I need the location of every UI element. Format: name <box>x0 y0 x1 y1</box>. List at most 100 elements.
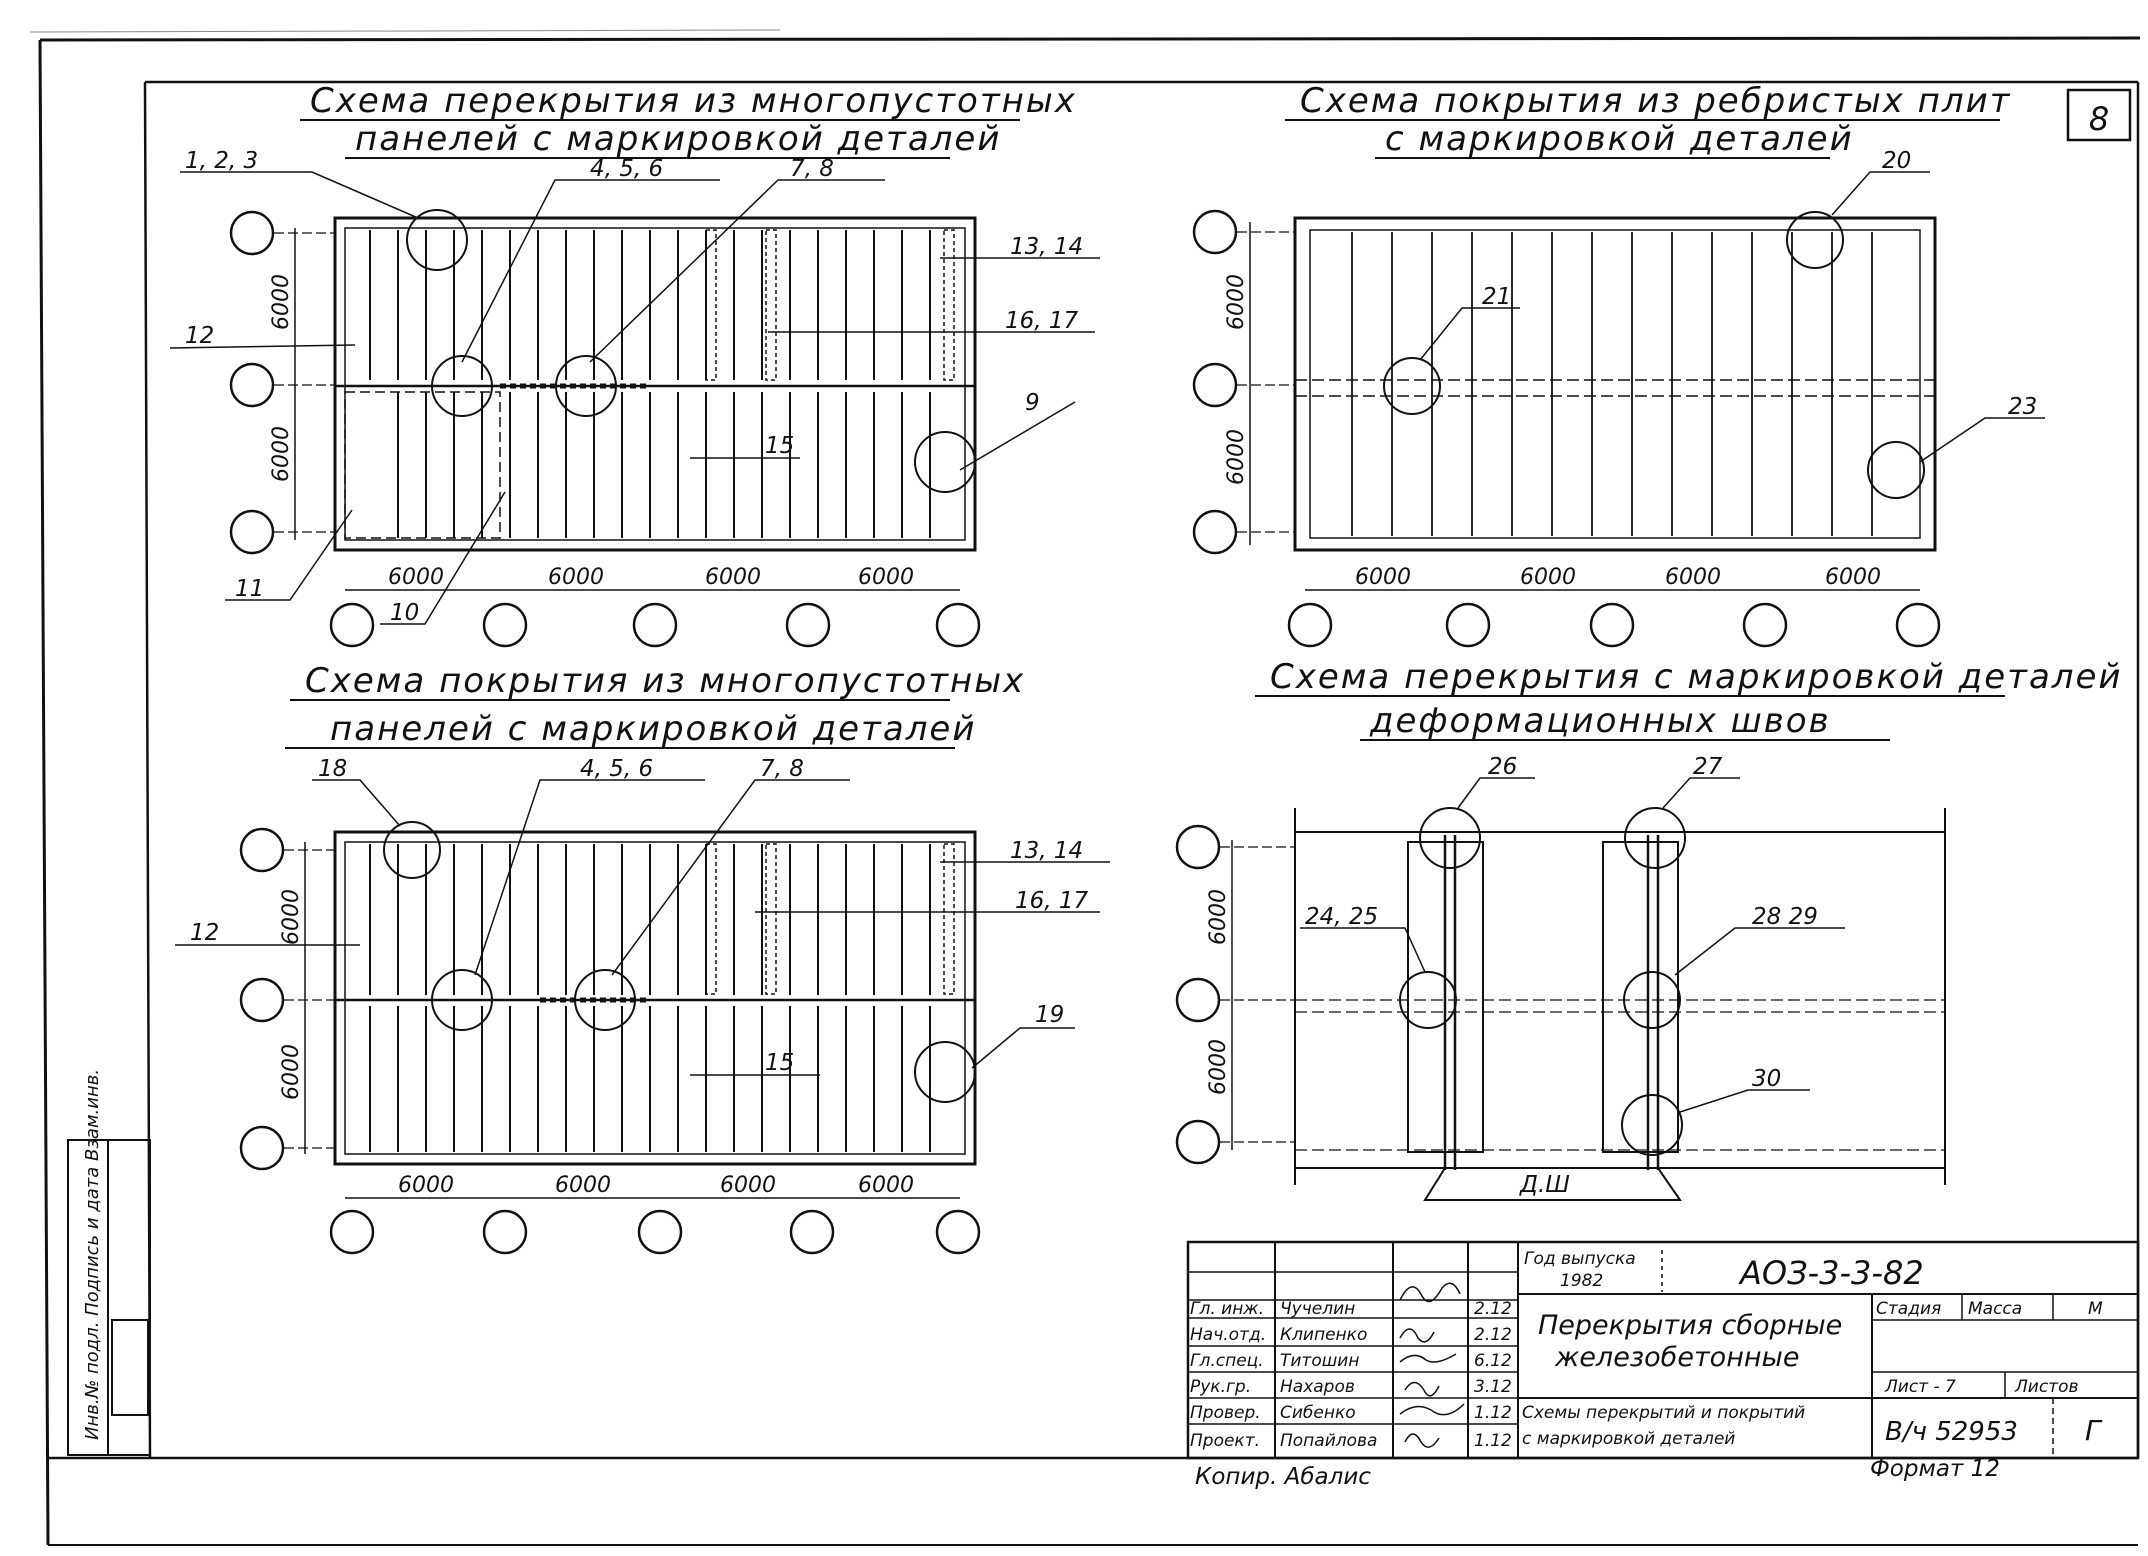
axis-bubbles <box>229 210 981 648</box>
callout-label: 26 <box>1488 754 1517 780</box>
scheme-subtitle: панелей с маркировкой деталей <box>330 709 976 749</box>
name: Нахаров <box>1280 1377 1355 1397</box>
stage-header: Стадия <box>1876 1299 1941 1319</box>
name: Попайлова <box>1280 1431 1377 1451</box>
callout-label: 16, 17 <box>1005 308 1079 334</box>
dim-vertical: 6000 <box>269 426 294 482</box>
leaders <box>175 779 1110 1076</box>
callout-label: 12 <box>185 323 214 349</box>
dim-horizontal: 6000 <box>858 565 914 590</box>
callout-label: 23 <box>2008 394 2037 420</box>
dim-horizontal: 6000 <box>398 1173 454 1198</box>
dim-horizontal: 6000 <box>1355 565 1411 590</box>
leaders <box>1419 171 2045 463</box>
slab-ribs <box>369 230 931 538</box>
callout-label: 1, 2, 3 <box>185 148 258 174</box>
date: 1.12 <box>1474 1431 1512 1451</box>
dim-vertical: 6000 <box>1206 1039 1231 1095</box>
dim-horizontal: 6000 <box>720 1173 776 1198</box>
year-label: Год выпуска <box>1524 1249 1636 1269</box>
scheme-title: Схема перекрытия с маркировкой деталей <box>1270 657 2123 697</box>
callout-label: 12 <box>190 920 219 946</box>
date: 3.12 <box>1474 1377 1512 1397</box>
scheme-subtitle: панелей с маркировкой деталей <box>355 119 1001 159</box>
year-value: 1982 <box>1560 1271 1603 1291</box>
mass-header: Масса <box>1968 1299 2022 1319</box>
title-block: Год выпуска 1982 АОЗ-3-3-82 Перекрытия с… <box>1186 1240 2140 1460</box>
scale-header: М <box>2088 1299 2103 1319</box>
detail-circles <box>383 821 976 1103</box>
name: Чучелин <box>1280 1299 1355 1319</box>
role: Рук.гр. <box>1190 1377 1251 1397</box>
leaders <box>169 171 1100 625</box>
scheme-title: Схема перекрытия из многопустотных <box>310 81 1077 121</box>
leaders <box>1300 777 1845 1113</box>
dim-vertical: 6000 <box>279 1044 304 1100</box>
document-code: АОЗ-3-3-82 <box>1738 1254 1924 1292</box>
scheme-bottom-left: Схема покрытия из многопустотных панелей… <box>175 661 1110 1255</box>
copied-by: Копир. Абалис <box>1195 1464 1371 1490</box>
role: Гл. инж. <box>1190 1299 1264 1319</box>
callout-label: 10 <box>390 600 419 626</box>
scheme-bottom-right: Схема перекрытия с маркировкой деталей д… <box>1175 657 2123 1201</box>
date: 2.12 <box>1474 1299 1512 1319</box>
scheme-top-right: Схема покрытия из ребристых плит с марки… <box>1192 81 2045 648</box>
callout-label: 15 <box>765 433 794 459</box>
callout-label: 18 <box>318 756 347 782</box>
detail-circles <box>1399 807 1686 1156</box>
side-stamp: Инв.№ подл. Подпись и дата Взам.инв. <box>67 1069 151 1456</box>
callout-label: 20 <box>1882 148 1911 174</box>
role: Проект. <box>1190 1431 1260 1451</box>
callout-label: 24, 25 <box>1305 904 1378 930</box>
scheme-title: Схема покрытия из ребристых плит <box>1300 81 2012 121</box>
date: 2.12 <box>1474 1325 1512 1345</box>
callout-label: 4, 5, 6 <box>580 756 653 782</box>
axis-bubbles <box>1192 209 1941 648</box>
sheets-label: Листов <box>2014 1377 2079 1397</box>
sheet-label: Лист - 7 <box>1884 1377 1956 1397</box>
title-line-2: железобетонные <box>1554 1342 1799 1373</box>
scheme-subtitle: с маркировкой деталей <box>1385 119 1854 159</box>
joint-label: Д.Ш <box>1519 1172 1570 1198</box>
role: Гл.спец. <box>1190 1351 1264 1371</box>
callout-label: 4, 5, 6 <box>590 156 663 182</box>
dim-horizontal: 6000 <box>1520 565 1576 590</box>
callout-label: 27 <box>1693 754 1723 780</box>
dim-vertical: 6000 <box>1224 429 1249 485</box>
name: Клипенко <box>1280 1325 1367 1345</box>
inventory-number: В/ч 52953 <box>1885 1417 2018 1447</box>
axis-bubbles <box>239 827 981 1255</box>
dim-vertical: 6000 <box>1206 889 1231 945</box>
scheme-subtitle: деформационных швов <box>1369 701 1831 741</box>
signature-scribbles <box>1399 1282 1465 1448</box>
detail-circles <box>1383 211 1925 499</box>
callout-label: 16, 17 <box>1015 888 1089 914</box>
dim-vertical: 6000 <box>279 889 304 945</box>
format-label: Формат 12 <box>1870 1456 2000 1482</box>
dim-horizontal: 6000 <box>705 565 761 590</box>
detail-circles <box>406 209 976 493</box>
callout-label: 19 <box>1035 1002 1064 1028</box>
sheet-frame: 8 <box>29 29 2141 1546</box>
rib-lines <box>1351 232 1873 536</box>
dim-vertical: 6000 <box>269 274 294 330</box>
signature-rows: Гл. инж. Чучелин 2.12 Нач.отд. Клипенко … <box>1190 1299 1512 1451</box>
callout-label: 9 <box>1025 390 1040 416</box>
dim-horizontal: 6000 <box>1665 565 1721 590</box>
sheet-title-line-2: с маркировкой деталей <box>1522 1429 1735 1449</box>
side-stamp-text: Инв.№ подл. Подпись и дата Взам.инв. <box>82 1069 103 1440</box>
title-line-1: Перекрытия сборные <box>1538 1310 1842 1341</box>
dim-horizontal: 6000 <box>388 565 444 590</box>
sheet-number: 8 <box>2089 100 2109 138</box>
date: 6.12 <box>1474 1351 1512 1371</box>
dim-horizontal: 6000 <box>1825 565 1881 590</box>
callout-label: 28 29 <box>1752 904 1818 930</box>
dim-horizontal: 6000 <box>858 1173 914 1198</box>
callout-label: 11 <box>235 576 264 602</box>
letter: Г <box>2085 1414 2103 1447</box>
callout-label: 13, 14 <box>1010 838 1083 864</box>
dim-horizontal: 6000 <box>548 565 604 590</box>
sheet-title-line-1: Схемы перекрытий и покрытий <box>1522 1403 1805 1423</box>
slab-ribs <box>369 844 931 1152</box>
